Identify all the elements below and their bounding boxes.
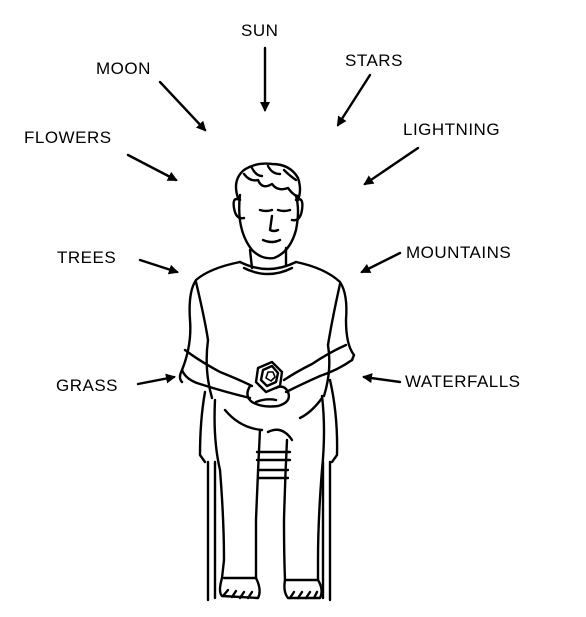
feet	[218, 576, 323, 600]
mountains-arrow	[360, 251, 402, 274]
arms	[180, 343, 354, 400]
label-grass: GRASS	[56, 376, 119, 395]
hair	[234, 162, 302, 202]
label-mountains: MOUNTAINS	[406, 243, 512, 262]
head	[232, 193, 304, 270]
waterfalls-arrow	[362, 373, 402, 384]
stars-arrow	[336, 73, 372, 127]
moon-arrow	[158, 80, 207, 132]
trees-arrow	[138, 258, 179, 275]
lightning-arrow	[363, 146, 420, 186]
label-waterfalls: WATERFALLS	[405, 372, 521, 391]
label-moon: MOON	[96, 59, 151, 78]
torso	[178, 260, 356, 400]
label-trees: TREES	[57, 248, 117, 267]
label-stars: STARS	[345, 51, 403, 70]
label-flowers: FLOWERS	[24, 128, 112, 147]
label-sun: SUN	[241, 21, 279, 40]
hands	[246, 384, 291, 408]
grass-arrow	[136, 373, 176, 386]
legs	[213, 394, 326, 582]
label-lightning: LIGHTNING	[403, 120, 501, 139]
flowers-arrow	[126, 153, 178, 182]
chair	[198, 378, 339, 602]
crystal-object	[254, 360, 284, 394]
